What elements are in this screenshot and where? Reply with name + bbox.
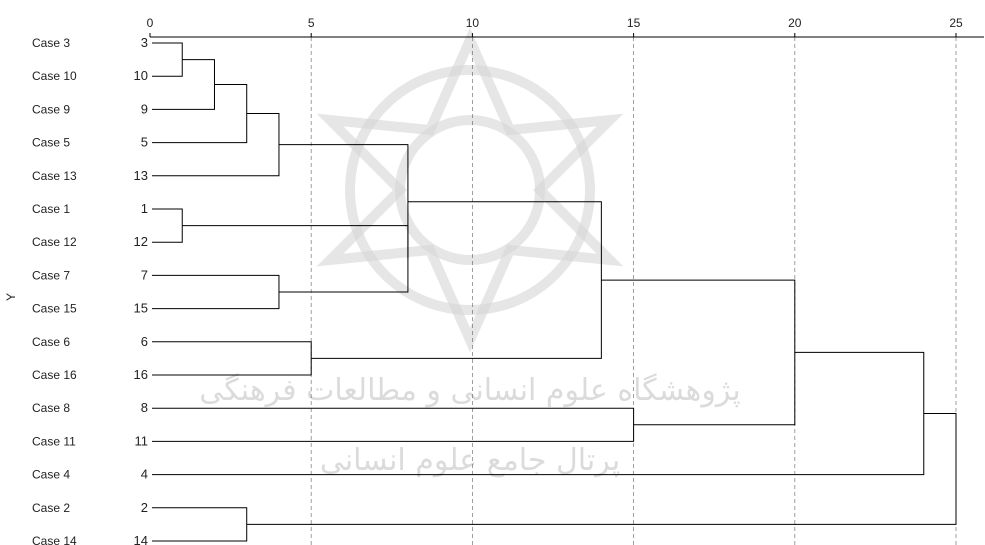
watermark-logo: پژوهشگاه علوم انسانی و مطالعات فرهنگی پر… (199, 40, 741, 478)
leaf-id-label: 15 (134, 301, 148, 316)
x-tick-label: 5 (308, 16, 315, 30)
leaf-id-label: 2 (141, 500, 148, 515)
case-label: Case 16 (32, 368, 77, 382)
case-label: Case 6 (32, 335, 70, 349)
dendrogram-link (152, 60, 214, 110)
x-tick-label: 0 (147, 16, 154, 30)
dendrogram-link (152, 209, 182, 242)
case-label: Case 9 (32, 102, 70, 116)
dendrogram-link (152, 114, 279, 176)
leaf-id-label: 7 (141, 267, 148, 282)
leaf-id-label: 3 (141, 35, 148, 50)
x-tick-label: 10 (466, 16, 480, 30)
dendrogram-link (152, 408, 634, 441)
case-label: Case 13 (32, 169, 77, 183)
leaf-id-label: 10 (134, 68, 148, 83)
dendrogram-link (152, 508, 247, 541)
x-tick-label: 25 (949, 16, 963, 30)
case-label: Case 12 (32, 235, 77, 249)
case-label: Case 10 (32, 69, 77, 83)
case-label: Case 4 (32, 468, 70, 482)
dendrogram-link (152, 275, 279, 308)
leaf-id-label: 14 (134, 533, 148, 545)
x-axis: 0 5 10 15 20 25 (147, 16, 984, 37)
dendrogram-link (152, 85, 247, 143)
leaf-id-label: 5 (141, 135, 148, 150)
leaf-id-label: 12 (134, 234, 148, 249)
dendrogram-link (152, 342, 311, 375)
watermark-text-2: پرتال جامع علوم انسانی (320, 443, 620, 478)
case-label: Case 14 (32, 534, 77, 545)
case-label: Case 15 (32, 302, 77, 316)
case-label: Case 11 (32, 434, 76, 448)
case-label: Case 2 (32, 501, 70, 515)
case-label: Case 5 (32, 136, 70, 150)
case-label: Case 7 (32, 268, 70, 282)
leaf-id-label: 6 (141, 334, 148, 349)
case-label: Case 3 (32, 36, 70, 50)
leaf-id-label: 8 (141, 400, 148, 415)
watermark-text-1: پژوهشگاه علوم انسانی و مطالعات فرهنگی (199, 373, 741, 408)
leaf-id-label: 4 (141, 467, 148, 482)
leaf-id-label: 11 (135, 433, 149, 448)
dendrogram-link (152, 43, 182, 76)
leaf-id-label: 9 (141, 101, 148, 116)
x-tick-label: 15 (627, 16, 641, 30)
case-label: Case 1 (32, 202, 70, 216)
case-label: Case 8 (32, 401, 70, 415)
leaf-id-label: 1 (141, 201, 148, 216)
y-axis-title: Y (4, 293, 18, 301)
leaf-id-label: 16 (134, 367, 148, 382)
leaf-id-label: 13 (134, 168, 148, 183)
x-tick-label: 20 (788, 16, 802, 30)
